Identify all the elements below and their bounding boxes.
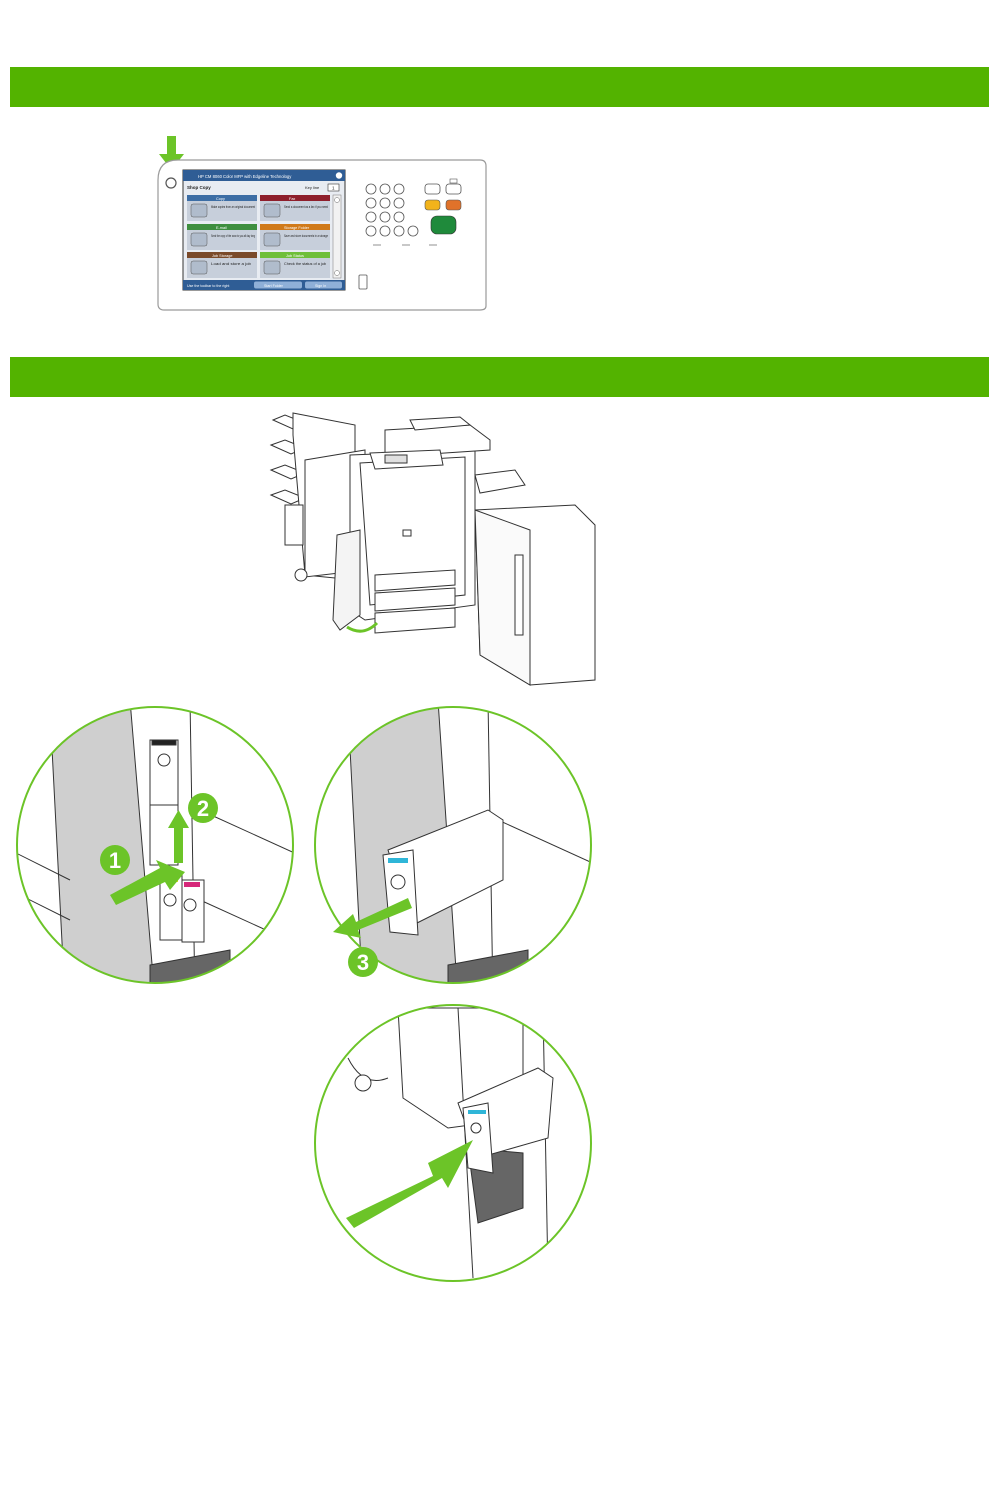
key-6[interactable]: [394, 198, 404, 208]
stop-button[interactable]: [425, 200, 440, 210]
detail-circle-1: 1 2: [10, 700, 300, 995]
tile-job-status-desc: Check the status of a job: [284, 262, 326, 266]
tile-copy[interactable]: Copy Make copies from an original docume…: [187, 195, 257, 221]
key-5[interactable]: [380, 198, 390, 208]
screen-header-left: Shop Copy: [187, 185, 211, 190]
start-folder-label: Start Folder: [264, 284, 284, 288]
finisher-caster: [295, 569, 307, 581]
job-status-icon: [264, 261, 280, 274]
usb-port-icon: [359, 275, 367, 289]
black-cartridge-logo-icon: [158, 754, 170, 766]
black-cartridge: [150, 740, 178, 810]
tile-fax-desc: Send a document as a fax if you need: [284, 205, 328, 209]
key-9[interactable]: [394, 212, 404, 222]
key-star[interactable]: [366, 226, 376, 236]
tile-job-status-label: Job Status: [286, 254, 304, 258]
pause-button[interactable]: [446, 200, 461, 210]
key-2[interactable]: [380, 184, 390, 194]
scroll-up-icon[interactable]: [335, 198, 340, 203]
control-panel-illustration: HP CM 8060 Color MFP with Edgeline Techn…: [150, 130, 495, 320]
caster-icon: [355, 1075, 371, 1091]
magenta-logo-icon: [184, 899, 196, 911]
key-clear[interactable]: [408, 226, 418, 236]
magenta-label: [184, 882, 200, 887]
tile-copy-label: Copy: [216, 197, 225, 201]
screen-title-text: HP CM 8060 Color MFP with Edgeline Techn…: [198, 174, 292, 179]
tile-copy-desc: Make copies from an original document: [211, 205, 255, 209]
cyan-logo-icon: [391, 875, 405, 889]
cartridge-logo-icon-3: [471, 1123, 481, 1133]
fax-icon: [264, 204, 280, 217]
tile-email[interactable]: E-mail Send the copy of the scan to you …: [187, 224, 257, 250]
finisher-side-panel: [285, 505, 303, 545]
menu-button[interactable]: [446, 184, 461, 194]
detail-circle-1-svg: 1 2: [10, 700, 300, 990]
folder-icon: [264, 233, 280, 246]
detail-circle-2: 3: [308, 700, 598, 995]
detail-circle-3: [308, 998, 598, 1293]
top-screen: [385, 455, 407, 463]
key-hash[interactable]: [394, 226, 404, 236]
lci-handle: [515, 555, 523, 635]
tile-fax[interactable]: Fax Send a document as a fax if you need: [260, 195, 330, 221]
detail-circle-2-svg: 3: [308, 700, 598, 990]
cyan-label-3: [468, 1110, 486, 1114]
yellow-logo-icon: [164, 894, 176, 906]
step-2-number: 2: [197, 796, 209, 821]
key-1[interactable]: [366, 184, 376, 194]
help-icon[interactable]: [336, 172, 342, 178]
side-output-tray: [475, 470, 525, 493]
control-panel-svg: HP CM 8060 Color MFP with Edgeline Techn…: [150, 130, 495, 315]
tile-job-storage-label: Job Storage: [212, 254, 232, 258]
printer-icon: [450, 179, 457, 183]
section-band-middle: [10, 357, 989, 397]
key-4[interactable]: [366, 198, 376, 208]
step-1-number: 1: [109, 848, 121, 873]
tile-storage-folder[interactable]: Storage Folder Save and store documents …: [260, 224, 330, 250]
key-8[interactable]: [380, 212, 390, 222]
tile-storage-folder-label: Storage Folder: [284, 226, 310, 230]
tile-job-status[interactable]: Job Status Check the status of a job: [260, 252, 330, 278]
start-button[interactable]: [431, 216, 456, 234]
key-0[interactable]: [380, 226, 390, 236]
footer-left-text: Use the toolbar to the right: [187, 284, 229, 288]
printer-overview-svg: [265, 405, 610, 690]
scroll-down-icon[interactable]: [335, 271, 340, 276]
tile-job-storage-desc: Load and store a job: [211, 262, 251, 266]
black-cartridge-label: [152, 740, 176, 745]
reset-button[interactable]: [425, 184, 440, 194]
cyan-cartridge-slot: [150, 805, 178, 865]
section-band-top: [10, 67, 989, 107]
tile-storage-folder-desc: Save and store documents in a storage: [284, 234, 328, 238]
cyan-label: [388, 858, 408, 863]
copy-icon: [191, 204, 207, 217]
sign-in-label: Sign In: [315, 284, 326, 288]
hp-logo-icon: [403, 530, 411, 536]
email-icon: [191, 233, 207, 246]
key-3[interactable]: [394, 184, 404, 194]
door-swing-arrow-icon: [347, 623, 377, 631]
sleep-button[interactable]: [166, 178, 176, 188]
key-7[interactable]: [366, 212, 376, 222]
tile-email-label: E-mail: [216, 226, 227, 230]
open-door: [333, 530, 360, 630]
tile-job-storage[interactable]: Job Storage Load and store a job: [187, 252, 257, 278]
job-storage-icon: [191, 261, 207, 274]
magenta-cartridge: [182, 880, 204, 942]
detail-circle-3-svg: [308, 998, 598, 1288]
drawer-3: [375, 608, 455, 633]
tile-email-desc: Send the copy of the scan to you all day…: [211, 234, 255, 238]
printer-overview: [265, 405, 610, 695]
tile-fax-label: Fax: [289, 197, 295, 201]
screen-scrollbar[interactable]: [333, 195, 341, 278]
screen-header-right: Key line: [305, 185, 320, 190]
